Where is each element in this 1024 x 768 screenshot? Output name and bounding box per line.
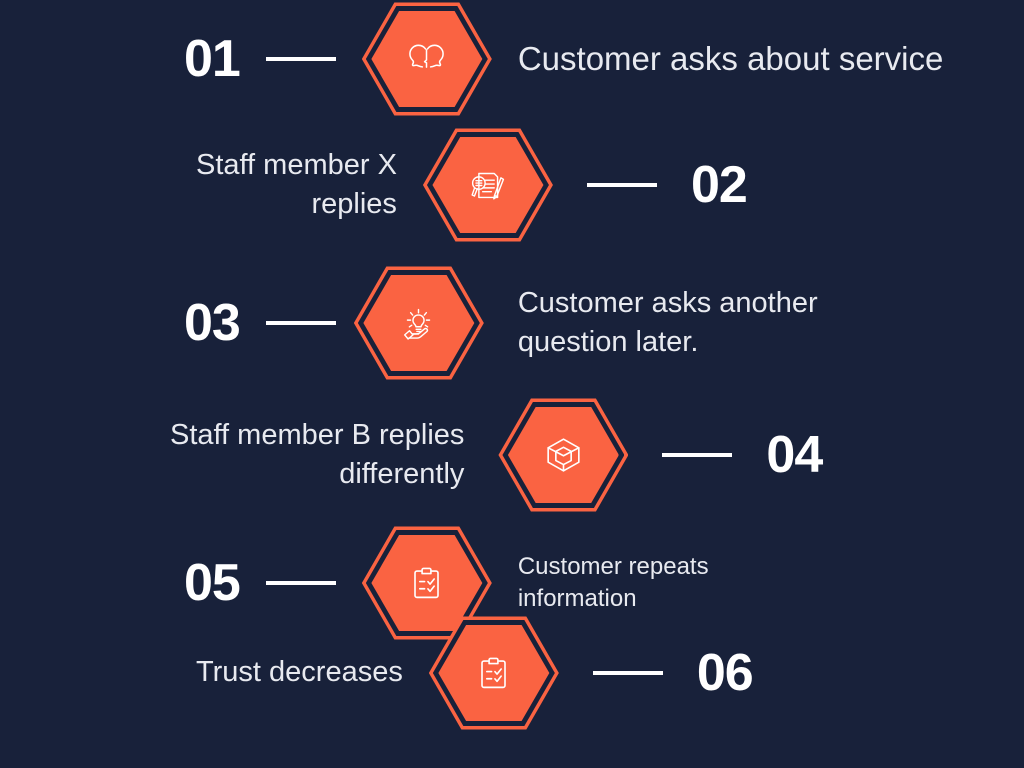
step-hexagon-1 [361,0,492,124]
step-hexagon-6 [428,608,559,738]
step-row-5: 05 Customer repeats information [184,518,709,648]
step-number-3: 03 [184,294,241,352]
step-caption-1: Customer asks about service [517,39,944,77]
document-magnifier-pen-icon [465,162,511,208]
step-caption-5: Customer repeats information [517,552,709,612]
step-hexagon-5 [361,518,492,648]
step-row-4: Staff member B replies differently 04 [170,390,823,520]
connector-line-3 [265,321,336,325]
step-caption-6: Trust decreases [196,656,403,689]
hexagon-fill [363,275,475,371]
step-number-6: 06 [696,644,754,702]
clipboard-checklist-icon [404,560,450,606]
step-caption-3: Customer asks another question later. [517,286,818,358]
hand-lightbulb-icon [396,300,442,346]
connector-line-4 [662,453,733,457]
step-hexagon-2 [422,120,553,250]
step-number-4: 04 [766,426,823,484]
step-row-6: Trust decreases 06 [196,608,754,738]
clipboard-checklist-icon [471,650,517,696]
two-heads-conversation-icon [404,36,450,82]
step-caption-4: Staff member B replies differently [170,418,465,490]
hexagon-fill [371,535,483,631]
hexagon-fill [432,137,544,233]
step-number-1: 01 [184,30,241,88]
connector-line-6 [592,671,663,675]
hexagon-fill [507,407,619,503]
step-hexagon-4 [498,390,629,520]
step-row-3: 03 Customer asks ano [184,258,818,388]
hexagon-fill [371,11,483,107]
step-row-1: 01 Customer asks about service [184,0,943,124]
step-hexagon-3 [353,258,484,388]
hexagon-fill [438,625,550,721]
step-caption-2: Staff member X replies [196,148,397,220]
step-number-5: 05 [184,554,241,612]
step-number-2: 02 [690,156,748,214]
connector-line-2 [586,183,657,187]
step-row-2: Staff member X replies [196,120,748,250]
connector-line-1 [265,57,336,61]
open-cube-box-icon [540,432,586,478]
connector-line-5 [265,581,336,585]
